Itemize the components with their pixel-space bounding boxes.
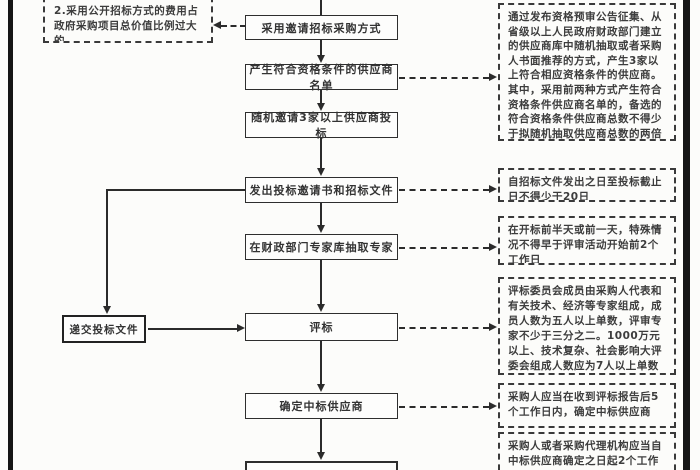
arrow-down-icon [316,304,325,312]
note-text: 自招标文件发出之日至投标截止日不得少于20日 [508,176,662,202]
note-supplier-list-rule: 通过发布资格预审公告征集、从省级以上人民政府财政部门建立的供应商库中随机抽取或者… [498,3,676,141]
arrow-down-icon [316,384,325,392]
connector-step1-leftnote [221,25,246,27]
left-scan-bar [8,0,13,470]
flow-step-label: 发出投标邀请书和招标文件 [249,184,394,197]
flow-step-submit-bid-documents: 递交投标文件 [62,315,146,343]
arrow-down-icon [316,452,325,460]
note-5-day-determination-rule: 采购人应当在收到评标报告后5个工作日内，确定中标供应商 [498,383,676,428]
flow-step-issue-invitation-and-tender-documents: 发出投标邀请书和招标文件 [245,177,398,203]
connector-step2-step3 [320,90,322,104]
flow-step-label: 产生符合资格条件的供应商名单 [249,63,394,92]
right-scan-bar [683,0,690,470]
note-text: 在开标前半天或前一天，特殊情况不得早于评审活动开始前2个工作日 [508,224,662,265]
flow-step-label: 确定中标供应商 [279,400,364,413]
flow-step-label: 在财政部门专家库抽取专家 [249,241,394,254]
arrow-down-icon [316,55,325,63]
arrow-right-icon [489,402,497,410]
note-invitation-conditions-text: 2.采用公开招标方式的费用占政府采购项目总价值比例过大的 [54,5,199,43]
arrow-down-icon [316,168,325,176]
flow-step-extract-experts: 在财政部门专家库抽取专家 [245,234,398,260]
connector-step7-note5 [399,406,489,408]
flow-step-label: 随机邀请3家以上供应商投标 [251,111,392,140]
flow-step-bid-evaluation: 评标 [245,313,398,341]
note-text: 评标委员会成员由采购人代表和有关技术、经济等专家组成，成员人数为五人以上单数，评… [508,285,662,372]
connector-sidebox-evaluation [148,328,237,330]
connector-step4-left [107,189,245,191]
connector-step5-note3 [399,247,489,249]
flow-step-bottom-cutoff [245,461,398,470]
note-invitation-conditions: 2.采用公开招标方式的费用占政府采购项目总价值比例过大的 [43,0,213,43]
note-award-announcement-rule: 采购人或者采购代理机构应当自中标供应商确定之日起2个工作日内，在省级以上财政部门… [498,432,676,470]
connector-step4-note2 [399,189,489,191]
arrow-right-icon [489,323,497,331]
connector-step5-step6 [320,260,322,305]
connector-step6-note4 [399,327,489,329]
arrow-left-icon [213,21,221,29]
note-evaluation-committee-rule: 评标委员会成员由采购人代表和有关技术、经济等专家组成，成员人数为五人以上单数，评… [498,277,676,375]
arrow-down-icon [316,103,325,111]
arrow-down-icon [102,306,111,314]
note-text: 采购人应当在收到评标报告后5个工作日内，确定中标供应商 [508,391,659,418]
connector-top-step1 [320,0,322,15]
arrow-right-icon [489,185,497,193]
connector-step4-step5 [320,203,322,226]
flow-step-determine-winning-supplier: 确定中标供应商 [245,393,398,419]
note-text: 采购人或者采购代理机构应当自中标供应商确定之日起2个工作日内，在省级以上财政部门… [508,440,662,467]
connector-left-down [106,189,108,307]
flow-step-generate-supplier-list: 产生符合资格条件的供应商名单 [245,63,398,92]
arrow-down-icon [316,225,325,233]
flow-step-random-invite-suppliers: 随机邀请3家以上供应商投标 [245,111,398,140]
connector-step3-step4 [320,138,322,169]
connector-step7-step8 [320,419,322,453]
flow-step-adopt-invitation-tender: 采用邀请招标采购方式 [245,15,398,40]
connector-step2-note1 [399,77,489,79]
connector-step1-step2 [320,40,322,56]
arrow-right-icon [489,243,497,251]
flow-step-label: 递交投标文件 [69,323,139,336]
flow-step-label: 采用邀请招标采购方式 [261,21,382,35]
note-expert-extraction-timing: 在开标前半天或前一天，特殊情况不得早于评审活动开始前2个工作日 [498,216,676,265]
note-text: 通过发布资格预审公告征集、从省级以上人民政府财政部门建立的供应商库中随机抽取或者… [508,11,662,140]
connector-step6-step7 [320,341,322,385]
note-20-day-rule: 自招标文件发出之日至投标截止日不得少于20日 [498,168,676,202]
flow-step-label: 评标 [309,321,334,334]
arrow-right-icon [237,324,245,332]
arrow-right-icon [489,73,497,81]
